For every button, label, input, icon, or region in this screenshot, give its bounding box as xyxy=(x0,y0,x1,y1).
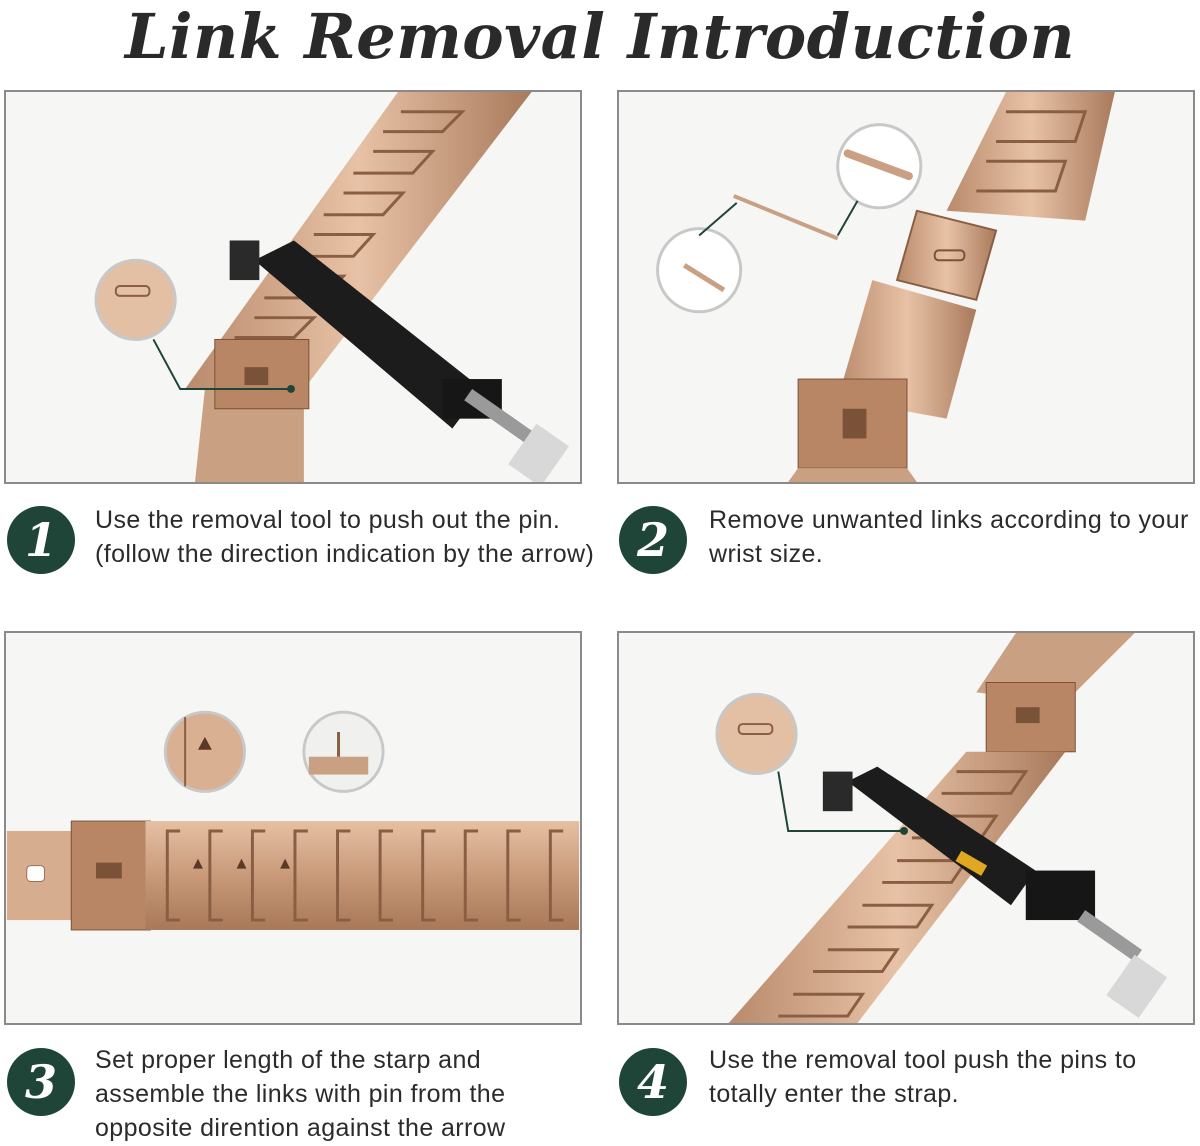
magnifier-callouts xyxy=(163,710,385,793)
step-4-photo xyxy=(617,631,1195,1025)
step-1-badge: 1 xyxy=(7,506,75,574)
watch-band-lower xyxy=(788,280,977,482)
step-4-text: Use the removal tool push the pins to to… xyxy=(709,1046,1137,1108)
step-1-text: Use the removal tool to push out the pin… xyxy=(95,506,595,568)
step-1-photo xyxy=(4,90,582,484)
step-2-photo xyxy=(617,90,1195,484)
step-1-illustration xyxy=(94,92,569,482)
step-2-badge: 2 xyxy=(619,506,687,574)
magnifier-callout xyxy=(715,692,908,835)
step-4-badge: 4 xyxy=(619,1048,687,1116)
magnifier-callout xyxy=(94,258,295,393)
pin-and-split-pin xyxy=(656,123,923,314)
removal-tool xyxy=(822,766,1168,1018)
removed-link xyxy=(895,209,998,302)
step-3-illustration xyxy=(6,710,580,931)
removal-tool xyxy=(229,240,569,482)
step-2-text: Remove unwanted links according to your … xyxy=(709,506,1189,568)
step-4-illustration xyxy=(715,633,1168,1023)
step-3-text: Set proper length of the starp and assem… xyxy=(95,1046,506,1142)
assembled-band xyxy=(6,820,580,931)
watch-band xyxy=(728,633,1135,1023)
step-3-photo xyxy=(4,631,582,1025)
watch-band xyxy=(185,92,532,482)
watch-band-upper xyxy=(946,92,1115,221)
step-3-badge: 3 xyxy=(7,1048,75,1116)
step-2-illustration xyxy=(656,92,1115,482)
page-title: Link Removal Introduction xyxy=(124,0,1076,73)
